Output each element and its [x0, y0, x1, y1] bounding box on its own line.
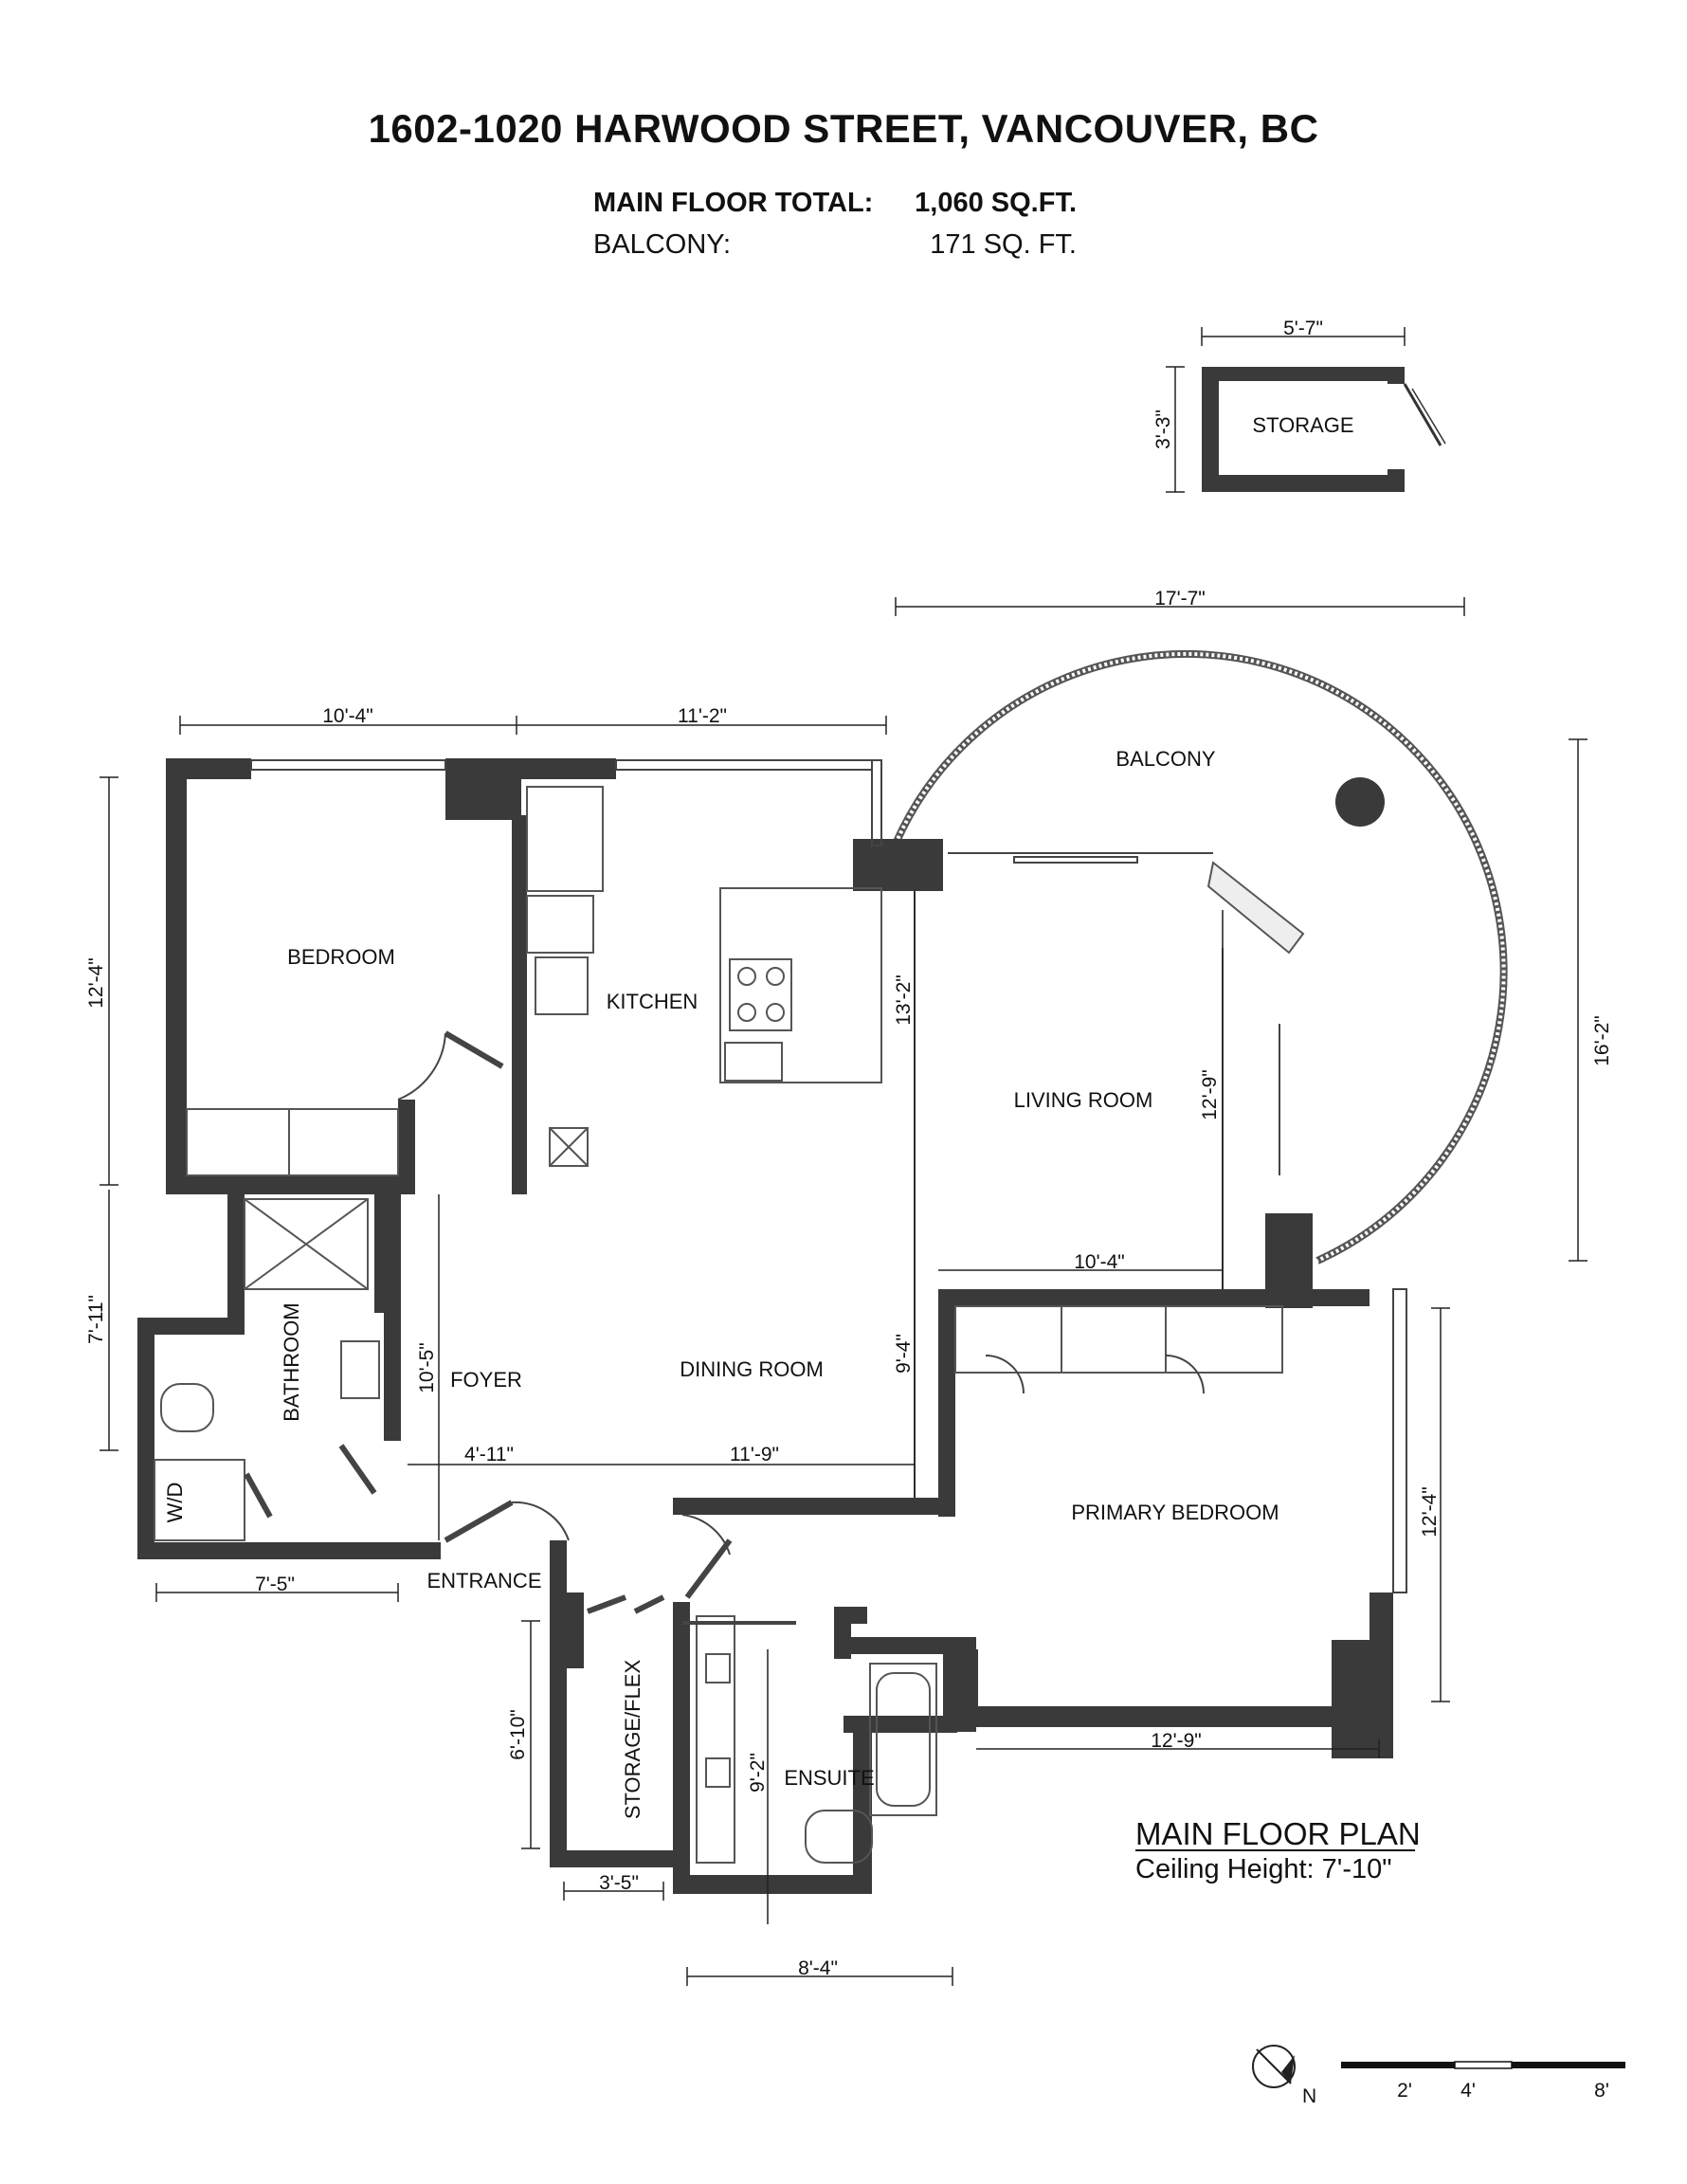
dim-dining-width: 11'-9" [730, 1444, 779, 1465]
label-bathroom: BATHROOM [280, 1302, 303, 1421]
balcony-value: 171 SQ. FT. [930, 229, 1077, 260]
dimension-lines [100, 597, 1587, 1986]
scale-mark-4: 4' [1460, 2080, 1476, 2102]
dim-living-width: 10'-4" [1074, 1251, 1125, 1273]
page-title: 1602-1020 HARWOOD STREET, VANCOUVER, BC [368, 106, 1319, 151]
legend-divider [1135, 1849, 1415, 1851]
main-floor-value: 1,060 SQ.FT. [915, 188, 1077, 218]
dim-foyer-width: 4'-11" [464, 1444, 514, 1465]
label-dining-room: DINING ROOM [680, 1357, 824, 1381]
dim-storage-depth: 3'-3" [1152, 410, 1174, 449]
dim-flex-depth: 6'-10" [507, 1709, 529, 1760]
north-arrow: N [1252, 2045, 1316, 2107]
scale-mark-8: 8' [1594, 2080, 1609, 2102]
dim-living-depth: 12'-9" [1199, 1069, 1221, 1120]
label-storage-flex: STORAGE/FLEX [621, 1660, 644, 1820]
dim-primary-depth: 12'-4" [1419, 1486, 1441, 1538]
main-floor-total: MAIN FLOOR TOTAL: 1,060 SQ.FT. [593, 188, 1077, 219]
label-foyer: FOYER [450, 1368, 522, 1392]
label-entrance: ENTRANCE [426, 1569, 541, 1592]
ceiling-height: Ceiling Height: 7'-10" [1135, 1854, 1392, 1884]
label-wd: W/D [163, 1483, 187, 1523]
dim-balcony-width: 17'-7" [1154, 588, 1206, 610]
balcony-label: BALCONY: [593, 229, 732, 260]
dim-bedroom-depth: 12'-4" [85, 957, 107, 1009]
walls [137, 758, 1393, 1894]
kitchen-fixtures [526, 786, 882, 1167]
dim-flex-width: 3'-5" [599, 1872, 639, 1894]
label-bedroom: BEDROOM [287, 945, 395, 969]
scale-bar: 2' 4' 8' [1341, 2061, 1625, 2102]
dim-foyer-depth: 10'-5" [416, 1342, 438, 1393]
plan-title: MAIN FLOOR PLAN [1135, 1816, 1421, 1851]
label-kitchen: KITCHEN [607, 990, 698, 1013]
dim-storage-width: 5'-7" [1283, 318, 1323, 339]
label-primary-bedroom: PRIMARY BEDROOM [1071, 1501, 1279, 1524]
doors [244, 1030, 1205, 1625]
storage-locker [1166, 327, 1446, 493]
dim-balcony-depth: 16'-2" [1591, 1015, 1613, 1066]
dim-ensuite-width: 8'-4" [798, 1957, 838, 1979]
main-floor-label: MAIN FLOOR TOTAL: [593, 188, 874, 218]
label-living-room: LIVING ROOM [1014, 1088, 1153, 1112]
windows [250, 759, 1407, 1593]
north-label: N [1302, 2085, 1316, 2107]
dim-kitchen-depth: 13'-2" [893, 974, 915, 1026]
label-ensuite: ENSUITE [784, 1766, 874, 1790]
dim-bath-width: 7'-5" [255, 1574, 295, 1595]
balcony [892, 649, 1508, 1265]
dim-bath-depth: 7'-11" [85, 1295, 107, 1344]
bath-fixtures [160, 1340, 937, 1864]
label-storage: STORAGE [1252, 413, 1353, 437]
column [1335, 777, 1385, 827]
balcony-total: BALCONY: 171 SQ. FT. [593, 229, 1077, 261]
dim-kitchen-width: 11'-2" [678, 705, 727, 727]
dim-primary-width: 12'-9" [1151, 1730, 1202, 1752]
dim-bedroom-width: 10'-4" [322, 705, 373, 727]
dim-ensuite-depth: 9'-2" [747, 1753, 769, 1793]
dim-dining-depth: 9'-4" [893, 1334, 915, 1374]
scale-mark-2: 2' [1397, 2080, 1412, 2102]
label-balcony: BALCONY [1116, 747, 1215, 771]
